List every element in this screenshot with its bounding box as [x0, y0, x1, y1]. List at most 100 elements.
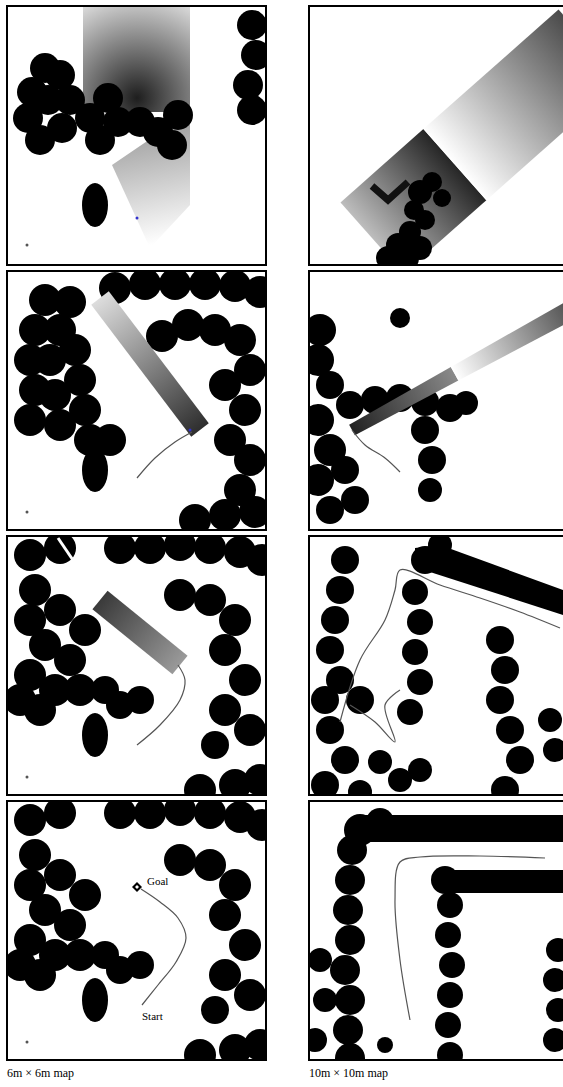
obstacle [184, 1039, 216, 1060]
panel-border [7, 271, 266, 530]
obstacle [377, 1037, 393, 1053]
obstacle [341, 486, 369, 514]
map-ground [7, 801, 266, 1060]
position-dot [26, 1041, 29, 1044]
obstacle [316, 371, 344, 399]
map-panel [309, 271, 563, 530]
obstacle [129, 271, 161, 300]
obstacle [19, 839, 51, 871]
position-dot [26, 511, 29, 514]
obstacle [402, 639, 428, 665]
obstacle [209, 499, 241, 530]
obstacle [330, 955, 360, 985]
obstacle [486, 686, 514, 714]
obstacle [309, 1028, 327, 1052]
obstacle [179, 504, 211, 530]
map-ground [309, 536, 563, 795]
obstacle [157, 130, 187, 160]
obstacle [506, 746, 534, 774]
map-panel [7, 536, 266, 795]
obstacle [408, 758, 432, 782]
obstacle [418, 446, 446, 474]
panel-caption: 10m × 10m map [309, 1067, 388, 1080]
obstacle [397, 699, 423, 725]
obstacle [7, 684, 36, 716]
obstacle [64, 364, 96, 396]
obstacle [219, 869, 251, 901]
map-panel [7, 801, 266, 1060]
obstacle [454, 391, 478, 415]
obstacle [372, 182, 408, 200]
obstacle [85, 125, 115, 155]
position-dot [26, 776, 29, 779]
obstacle [538, 708, 562, 732]
obstacle [355, 815, 563, 842]
robot-path [340, 569, 560, 722]
obstacle [234, 444, 266, 476]
obstacle [224, 324, 256, 356]
obstacle [54, 286, 86, 318]
map-ground [309, 801, 563, 1060]
obstacle [486, 626, 514, 654]
position-dot [26, 244, 29, 247]
obstacle [194, 536, 226, 564]
panel-border [7, 536, 266, 795]
panel-caption: 6m × 6m map [7, 1067, 74, 1080]
map-panel [309, 801, 563, 1060]
obstacle [390, 308, 410, 328]
obstacle [59, 334, 91, 366]
sensor-beam [91, 291, 209, 436]
obstacle [407, 609, 433, 635]
obstacle [233, 70, 263, 100]
obstacle [368, 750, 392, 774]
obstacle [311, 686, 339, 714]
obstacle [326, 576, 354, 604]
obstacle [134, 801, 166, 829]
obstacle [104, 801, 136, 829]
marker-label: Goal [146, 875, 169, 887]
free-gap [58, 538, 100, 600]
map-panel [309, 536, 563, 795]
obstacle [437, 982, 463, 1008]
obstacle [333, 1015, 363, 1045]
obstacle [246, 809, 266, 841]
obstacle [184, 774, 216, 795]
obstacle [104, 536, 136, 564]
obstacle [244, 1029, 266, 1060]
map-ground [7, 6, 266, 265]
obstacle [543, 1028, 563, 1052]
sensor-beam [423, 9, 563, 200]
obstacle [159, 271, 191, 300]
goal-marker [135, 885, 139, 889]
obstacle [219, 604, 251, 636]
obstacle [246, 544, 266, 576]
obstacle [418, 478, 442, 502]
map-panel [7, 271, 266, 530]
obstacle [45, 60, 75, 90]
obstacle [491, 656, 519, 684]
obstacle [309, 464, 334, 496]
obstacle [229, 394, 261, 426]
obstacle [309, 404, 334, 436]
panel-border [309, 6, 563, 265]
obstacle [44, 859, 76, 891]
obstacle [201, 996, 229, 1024]
obstacle [331, 546, 359, 574]
panel-border [7, 801, 266, 1060]
position-dot [136, 217, 139, 220]
obstacle [69, 879, 101, 911]
robot-path [395, 856, 545, 1020]
map-ground [7, 271, 266, 530]
obstacle [316, 716, 344, 744]
obstacle [331, 746, 359, 774]
obstacle [546, 998, 563, 1022]
obstacle [335, 925, 365, 955]
panel-border [7, 6, 266, 265]
obstacle [239, 496, 266, 528]
map-panel [7, 6, 266, 265]
obstacle [209, 369, 241, 401]
obstacle [19, 574, 51, 606]
obstacle [496, 716, 524, 744]
obstacle [331, 456, 359, 484]
